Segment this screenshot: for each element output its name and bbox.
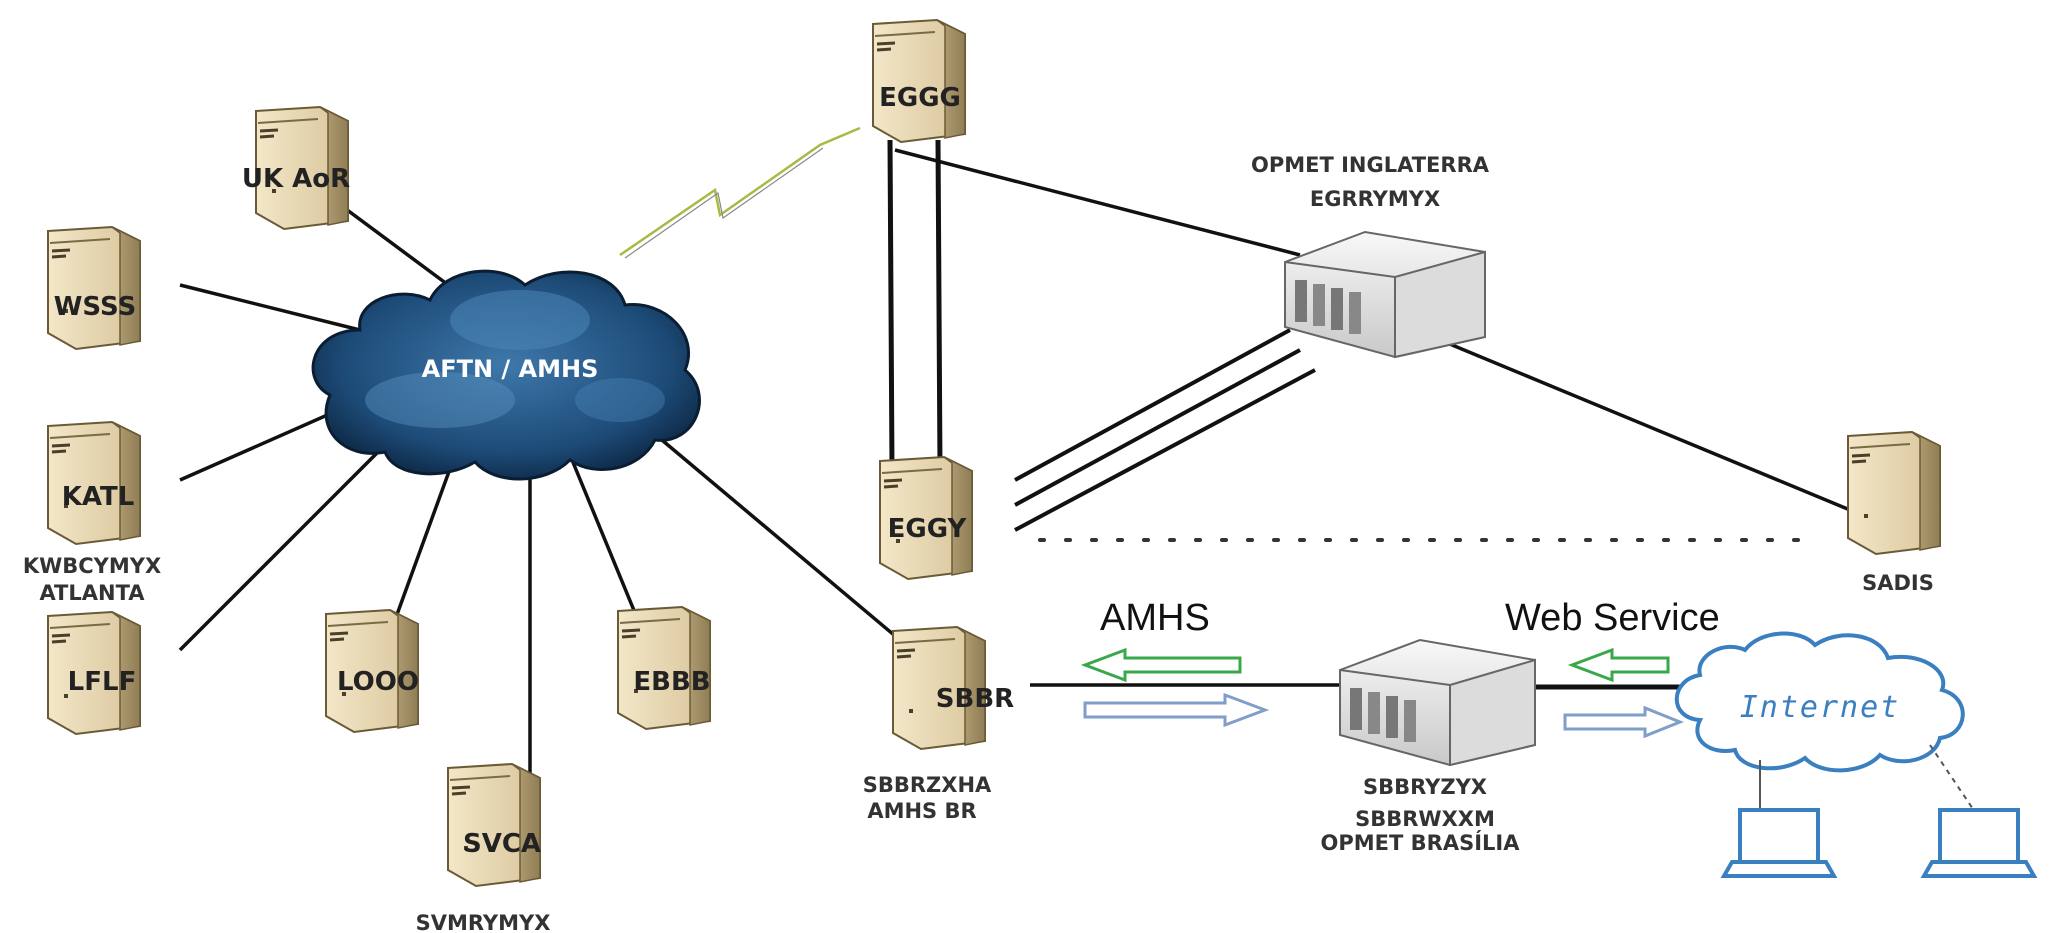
server-lflf-label: LFLF [68,667,137,697]
sbbr-caption-1: SBBRZXHA [863,773,992,797]
internet-cloud: Internet [1674,631,1965,773]
aftn-amhs-label: AFTN / AMHS [422,355,599,383]
server-wsss: WSSS [46,225,142,351]
server-looo-label: LOOO [337,667,419,697]
laptop-icon-left [1720,808,1838,878]
server-uk-aor: UK AoR [242,105,350,231]
internet-to-laptop-right [1929,744,1976,813]
server-wsss-label: WSSS [54,292,137,322]
opmet-brasilia-line3: OPMET BRASÍLIA [1321,830,1521,855]
server-looo: LOOO [324,608,420,734]
internet-label: Internet [1740,690,1901,725]
opmet-inglaterra-server [1284,230,1486,359]
aftn-amhs-cloud: AFTN / AMHS [311,269,701,481]
server-sadis [1846,430,1942,556]
server-ebbb-label: EBBB [633,667,710,697]
server-svca: SVCA [446,762,542,888]
server-katl-label: KATL [62,482,135,512]
katl-caption-2: ATLANTA [39,581,145,605]
server-svca-label: SVCA [463,829,541,859]
katl-caption-1: KWBCYMYX [23,554,161,578]
opmet-brasilia-line2: SBBRWXXM [1355,807,1495,831]
sbbr-caption-2: AMHS BR [867,799,976,823]
amhs-flow-label: AMHS [1100,597,1210,639]
web-service-flow-label: Web Service [1505,597,1720,639]
amhs-arrow-right [1083,692,1270,728]
connection-lines [178,148,1851,790]
opmet-brasilia-server [1339,638,1536,767]
server-eggy-label: EGGY [888,514,968,544]
opmet-inglaterra-line1: OPMET INGLATERRA [1251,153,1490,177]
amhs-arrow-left [1080,647,1242,683]
server-katl: KATL [46,420,142,546]
laptop-icon-right [1920,808,2038,878]
svca-caption: SVMRYMYX [416,911,551,933]
opmet-brasilia-line1: SBBRYZYX [1363,775,1487,799]
wireless-link-zigzag [619,126,861,257]
server-eggg: EGGG [871,18,967,144]
web-service-arrow-right [1563,705,1685,739]
server-uk-aor-label: UK AoR [242,164,350,194]
triple-lines-eggy-opmet [1014,328,1316,532]
server-lflf: LFLF [46,610,142,736]
server-sbbr-label: SBBR [936,684,1014,714]
double-lines-eggg-eggy [887,139,943,471]
server-ebbb: EBBB [616,605,712,731]
server-eggy: EGGY [878,455,974,581]
web-service-arrow-left [1567,647,1670,683]
sadis-caption: SADIS [1862,571,1934,595]
opmet-inglaterra-line2: EGRRYMYX [1310,187,1440,211]
server-sbbr: SBBR [891,625,1014,751]
server-eggg-label: EGGG [879,83,961,113]
